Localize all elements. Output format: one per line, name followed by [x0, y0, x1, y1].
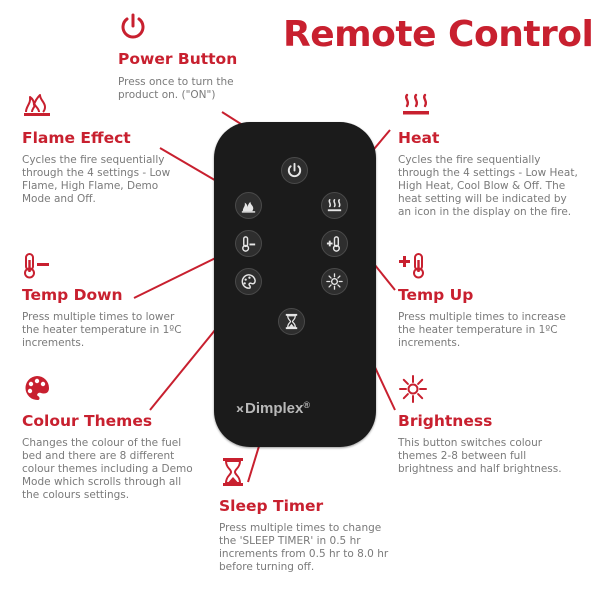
power-icon [121, 13, 145, 39]
flame-icon [241, 201, 256, 213]
thermometer-minus-icon [242, 236, 256, 252]
callout-heading: Temp Up [398, 286, 474, 304]
callout-brightness: Brightness This button switches colour t… [398, 412, 573, 476]
flame-icon [24, 94, 50, 116]
remote-temp-up-button[interactable] [321, 230, 348, 257]
callout-heading: Flame Effect [22, 129, 131, 147]
callout-description: Cycles the fire sequentially through the… [22, 154, 171, 205]
callout-temp-down: Temp Down Press multiple times to lower … [22, 286, 187, 350]
power-icon [287, 162, 302, 178]
callout-description: Press multiple times to lower the heater… [22, 311, 182, 349]
callout-description: Cycles the fire sequentially through the… [398, 154, 578, 218]
brand-trademark: ® [303, 400, 310, 410]
callout-heading: Temp Down [22, 286, 123, 304]
remote-heat-button[interactable] [321, 192, 348, 219]
thermometer-plus-icon [399, 253, 424, 279]
callout-description: Press multiple times to increase the hea… [398, 311, 566, 349]
callout-heading: Brightness [398, 412, 493, 430]
palette-icon [241, 274, 256, 289]
remote-sleep-button[interactable] [278, 308, 305, 335]
callout-heading: Sleep Timer [219, 497, 324, 515]
callout-sleep-timer: Sleep Timer Press multiple times to chan… [219, 497, 394, 574]
callout-heading: Power Button [118, 50, 238, 68]
callout-description: Changes the colour of the fuel bed and t… [22, 437, 193, 501]
callout-power: Power Button Press once to turn the prod… [118, 50, 258, 102]
palette-icon [25, 376, 49, 401]
sun-icon [399, 375, 427, 403]
remote-brightness-button[interactable] [321, 268, 348, 295]
callout-flame-effect: Flame Effect Cycles the fire sequentiall… [22, 129, 182, 206]
callout-description: Press once to turn the product on. ("ON"… [118, 76, 234, 101]
callout-heat: Heat Cycles the fire sequentially throug… [398, 129, 583, 219]
brand-name: Dimplex [245, 400, 304, 417]
callout-heading: Heat [398, 129, 440, 147]
remote-flame-button[interactable] [235, 192, 262, 219]
thermometer-minus-icon [24, 253, 49, 279]
hourglass-icon [223, 458, 243, 486]
brand-logo: ›‹Dimplex® [236, 400, 310, 417]
callout-colour-themes: Colour Themes Changes the colour of the … [22, 412, 197, 502]
callout-description: Press multiple times to change the 'SLEE… [219, 522, 389, 573]
dimplex-logo-icon: ›‹ [236, 400, 244, 417]
callout-temp-up: Temp Up Press multiple times to increase… [398, 286, 578, 350]
thermometer-plus-icon [326, 236, 340, 252]
hourglass-icon [285, 313, 298, 330]
remote-colour-button[interactable] [235, 268, 262, 295]
heat-waves-icon [327, 199, 342, 212]
callout-description: This button switches colour themes 2-8 b… [398, 437, 562, 475]
heat-waves-icon [403, 93, 429, 115]
callout-heading: Colour Themes [22, 412, 153, 430]
page-title: Remote Control [283, 14, 594, 55]
remote-power-button[interactable] [281, 157, 308, 184]
sun-icon [326, 273, 343, 290]
remote-temp-down-button[interactable] [235, 230, 262, 257]
remote-control: ›‹Dimplex® [214, 122, 376, 447]
